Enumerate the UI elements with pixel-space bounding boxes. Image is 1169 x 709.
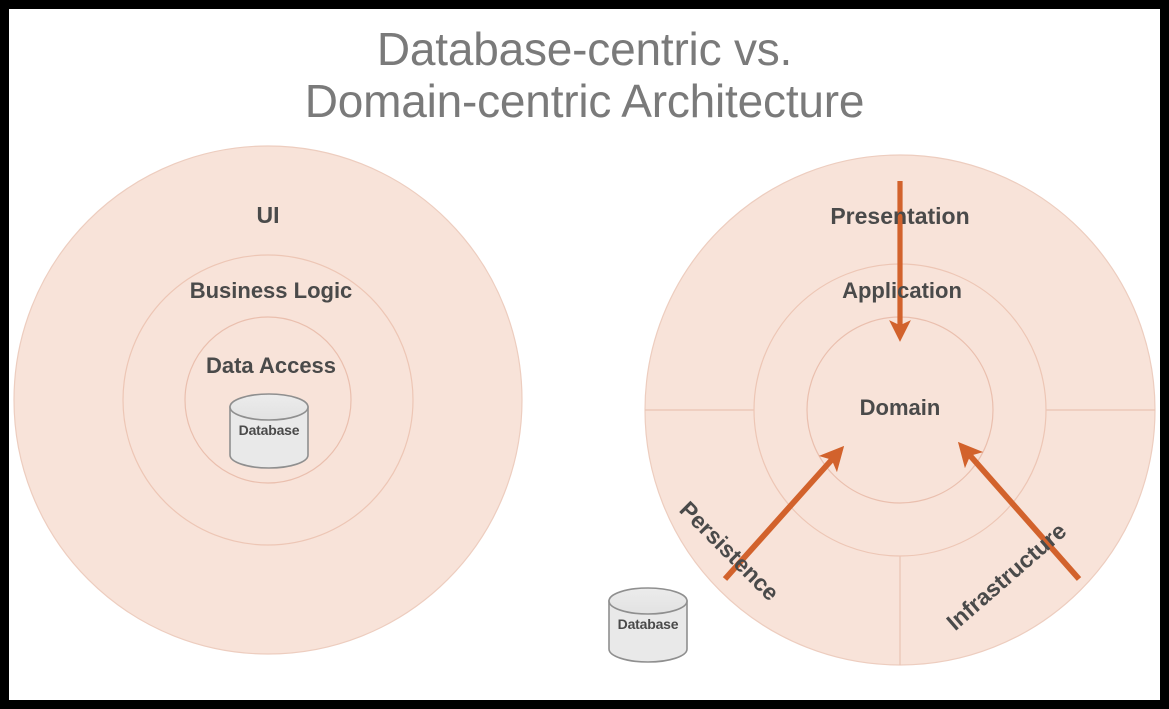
right-database-node: Database [607, 587, 689, 663]
right-ring-label-presentation: Presentation [830, 203, 970, 229]
right-database-label: Database [617, 616, 679, 632]
architecture-diagram [13, 145, 1156, 666]
left-ring-label-ui: UI [256, 202, 280, 228]
right-ring-label-application: Application [842, 278, 962, 303]
left-ring-label-business-logic: Business Logic [189, 278, 353, 303]
left-database-label: Database [238, 422, 300, 438]
left-ring-label-data-access: Data Access [205, 353, 337, 378]
right-architecture-rings [644, 154, 1156, 666]
database-cylinder-icon [229, 393, 309, 469]
database-cylinder-icon [608, 587, 688, 663]
right-ring-label-domain: Domain [859, 395, 941, 420]
right-architecture-arrows [722, 181, 1082, 581]
left-database-node: Database [228, 393, 310, 469]
slide-canvas: Database-centric vs. Domain-centric Arch… [9, 9, 1160, 700]
arrow-infrastructure-to-domain [957, 441, 1082, 581]
arrow-persistence-to-domain [722, 445, 845, 581]
page-title: Database-centric vs. Domain-centric Arch… [304, 23, 865, 127]
